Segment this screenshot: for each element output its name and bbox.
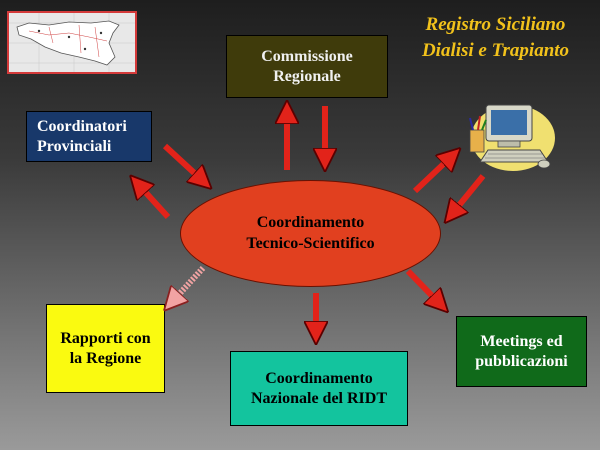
- arrow-from-computer: [452, 174, 486, 214]
- coordinamento-tecnico-scientifico-label: Coordinamento Tecnico-Scientifico: [246, 213, 375, 252]
- meetings-pubblicazioni-box: Meetings ed pubblicazioni: [456, 316, 587, 387]
- rapporti-regione-label: Rapporti con la Regione: [60, 329, 151, 367]
- coordinatori-provinciali-box: Coordinatori Provinciali: [26, 111, 152, 162]
- diagram-title: Registro Siciliano Dialisi e Trapianto: [421, 14, 570, 61]
- coordinatori-provinciali-label: Coordinatori Provinciali: [37, 117, 127, 155]
- rapporti-regione-box: Rapporti con la Regione: [46, 304, 165, 393]
- arrow-to-rapporti: [172, 265, 206, 302]
- coordinamento-nazionale-box: Coordinamento Nazionale del RIDT: [230, 351, 408, 426]
- coordinamento-tecnico-scientifico-node: Coordinamento Tecnico-Scientifico: [180, 180, 441, 287]
- arrow-to-meetings: [405, 268, 440, 304]
- arrow-to-coordinatori: [138, 184, 171, 220]
- commissione-regionale-label: Commissione Regionale: [261, 47, 353, 85]
- commissione-regionale-box: Commissione Regionale: [226, 35, 388, 98]
- sicily-map-icon: [7, 11, 137, 74]
- arrow-from-coordinatori: [162, 143, 203, 181]
- meetings-pubblicazioni-label: Meetings ed pubblicazioni: [475, 332, 568, 370]
- computer-icon: [469, 104, 555, 171]
- arrow-to-computer: [412, 156, 452, 194]
- coordinamento-nazionale-label: Coordinamento Nazionale del RIDT: [251, 369, 387, 407]
